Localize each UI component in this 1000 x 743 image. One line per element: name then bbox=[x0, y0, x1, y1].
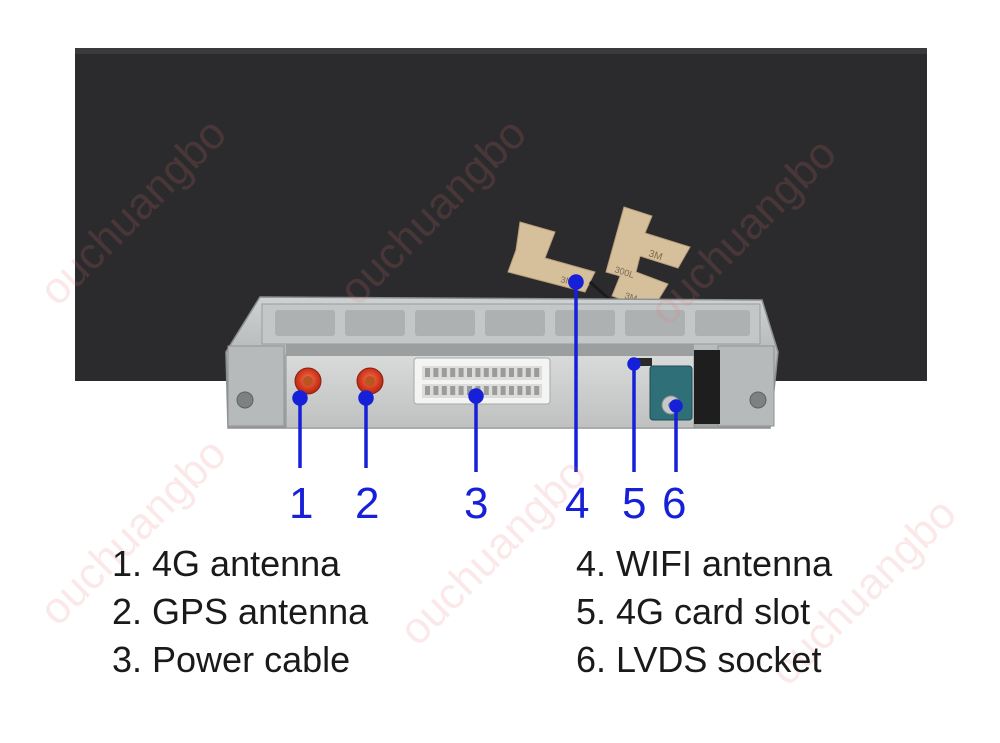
legend-item-4g-antenna: 1. 4G antenna bbox=[112, 543, 341, 584]
power-connector-pin bbox=[509, 368, 514, 377]
power-connector-pin bbox=[492, 368, 498, 377]
power-connector-pin bbox=[525, 368, 531, 377]
legend-item-4g-card-slot: 5. 4G card slot bbox=[576, 591, 811, 632]
power-connector-pin bbox=[433, 368, 439, 377]
mounting-screw-right bbox=[749, 391, 767, 409]
power-connector-pin bbox=[534, 386, 540, 395]
power-connector-pin bbox=[425, 368, 430, 377]
gps-antenna-connector bbox=[356, 367, 384, 395]
power-connector-pin bbox=[509, 386, 514, 395]
callout-number-4: 4 bbox=[565, 479, 590, 528]
power-connector-pin bbox=[425, 386, 430, 395]
power-connector-pin bbox=[458, 368, 464, 377]
power-connector-pin bbox=[441, 386, 447, 395]
legend-item-lvds-socket: 6. LVDS socket bbox=[576, 639, 822, 680]
power-connector-pin bbox=[500, 368, 506, 377]
mounting-screw-left bbox=[236, 391, 254, 409]
power-connector-pin bbox=[458, 386, 464, 395]
power-connector-pin bbox=[433, 386, 439, 395]
callout-number-5: 5 bbox=[622, 479, 647, 528]
power-connector-pin bbox=[450, 368, 456, 377]
power-connector-pin bbox=[450, 386, 456, 395]
4g-antenna-connector bbox=[294, 367, 322, 395]
legend-item-power-cable: 3. Power cable bbox=[112, 639, 351, 680]
power-connector-pin bbox=[483, 386, 489, 395]
callout-number-3: 3 bbox=[464, 479, 489, 528]
power-connector-pin bbox=[492, 386, 498, 395]
power-connector-pin bbox=[467, 386, 472, 395]
power-connector-pin bbox=[517, 368, 523, 377]
power-connector-pin bbox=[475, 368, 481, 377]
callout-number-2: 2 bbox=[355, 479, 380, 528]
power-connector-pin bbox=[441, 368, 447, 377]
svg-text:3M: 3M bbox=[647, 248, 664, 263]
callout-number-1: 1 bbox=[289, 479, 314, 528]
power-connector-pin bbox=[517, 386, 523, 395]
callout-number-6: 6 bbox=[662, 479, 687, 528]
4g-card-slot bbox=[630, 358, 652, 366]
power-connector-pin bbox=[500, 386, 506, 395]
power-connector-pin bbox=[467, 368, 472, 377]
power-connector-pin bbox=[525, 386, 531, 395]
legend-item-gps-antenna: 2. GPS antenna bbox=[112, 591, 369, 632]
legend-item-wifi-antenna: 4. WIFI antenna bbox=[576, 543, 833, 584]
power-connector-pin bbox=[483, 368, 489, 377]
power-connector-pin bbox=[534, 368, 540, 377]
